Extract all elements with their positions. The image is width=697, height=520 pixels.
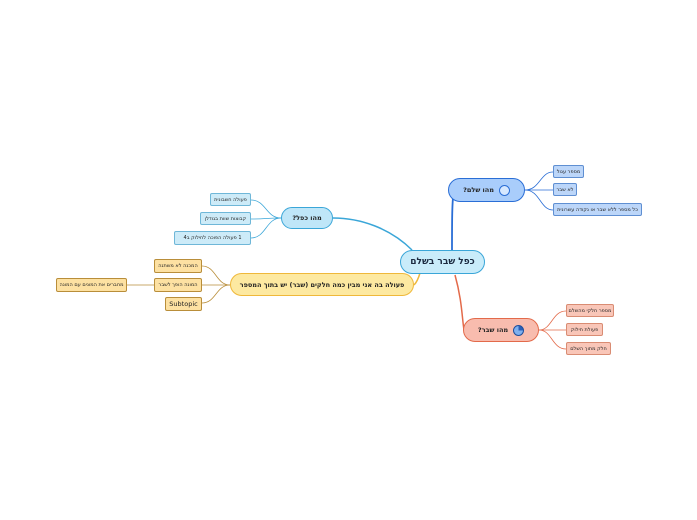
subtopic-fraction-1[interactable]: מספר חלקי מהשלם xyxy=(566,304,614,317)
topic-operation-label: פעולה בה אני מבין כמה חלקים (שבר) יש בתו… xyxy=(239,280,405,289)
subtopic-label: מספר עגול xyxy=(556,168,581,175)
subtopic-fraction-2[interactable]: פעולת חילוק xyxy=(566,323,603,336)
subtopic-label: 1 פעולה הפוכה לחילוק ב4 xyxy=(183,235,242,241)
subtopic-label: קבוצות שוות בגודלן xyxy=(204,215,247,222)
whole-circle-icon xyxy=(498,184,510,196)
subtopic-label: פעולת חילוק xyxy=(570,326,599,333)
topic-multiply-label: מהו כפל? xyxy=(292,214,322,222)
subtopic-multiply-3[interactable]: 1 פעולה הפוכה לחילוק ב4 xyxy=(174,231,251,245)
topic-fraction[interactable]: מהו שבר? xyxy=(463,318,539,342)
topic-whole[interactable]: מהו שלם? xyxy=(448,178,525,202)
subtopic-whole-2[interactable]: לא שבר xyxy=(553,183,577,196)
subtopic-label: מחברים את המונים עם המונה xyxy=(59,282,124,288)
subtopic-operation-2-child[interactable]: מחברים את המונים עם המונה xyxy=(56,278,127,292)
subtopic-label: Subtopic xyxy=(169,300,198,308)
subtopic-operation-3[interactable]: Subtopic xyxy=(165,297,202,311)
topic-operation[interactable]: פעולה בה אני מבין כמה חלקים (שבר) יש בתו… xyxy=(230,273,414,296)
topic-whole-label: מהו שלם? xyxy=(463,186,494,194)
subtopic-operation-1[interactable]: המכנה לא משתנה xyxy=(154,259,202,273)
central-topic[interactable]: כפל שבר בשלם xyxy=(400,250,485,274)
link-central-operation xyxy=(413,272,421,286)
subtopic-whole-3[interactable]: כל מספר ללא שבר או נקודה עשרונית xyxy=(553,203,642,216)
subtopic-label: לא שבר xyxy=(556,186,574,193)
subtopic-multiply-1[interactable]: פעולה חשבונית xyxy=(210,193,251,206)
topic-multiply[interactable]: מהו כפל? xyxy=(281,207,333,229)
subtopic-label: פעולה חשבונית xyxy=(214,196,247,203)
central-topic-label: כפל שבר בשלם xyxy=(410,257,475,267)
subtopic-label: המכנה לא משתנה xyxy=(158,263,198,269)
topic-fraction-label: מהו שבר? xyxy=(477,326,509,334)
subtopic-fraction-3[interactable]: חלק מתוך השלם xyxy=(566,342,611,355)
subtopic-label: המונה הופך לשבר xyxy=(158,282,198,288)
quarter-pie-icon xyxy=(513,324,525,336)
subtopic-whole-1[interactable]: מספר עגול xyxy=(553,165,584,178)
subtopic-label: חלק מתוך השלם xyxy=(570,345,607,352)
subtopic-multiply-2[interactable]: קבוצות שוות בגודלן xyxy=(200,212,251,225)
subtopic-label: כל מספר ללא שבר או נקודה עשרונית xyxy=(557,206,638,213)
subtopic-operation-2[interactable]: המונה הופך לשבר xyxy=(154,278,202,292)
subtopic-label: מספר חלקי מהשלם xyxy=(568,307,612,314)
link-central-multiply xyxy=(332,217,413,251)
link-central-fraction xyxy=(454,274,465,331)
